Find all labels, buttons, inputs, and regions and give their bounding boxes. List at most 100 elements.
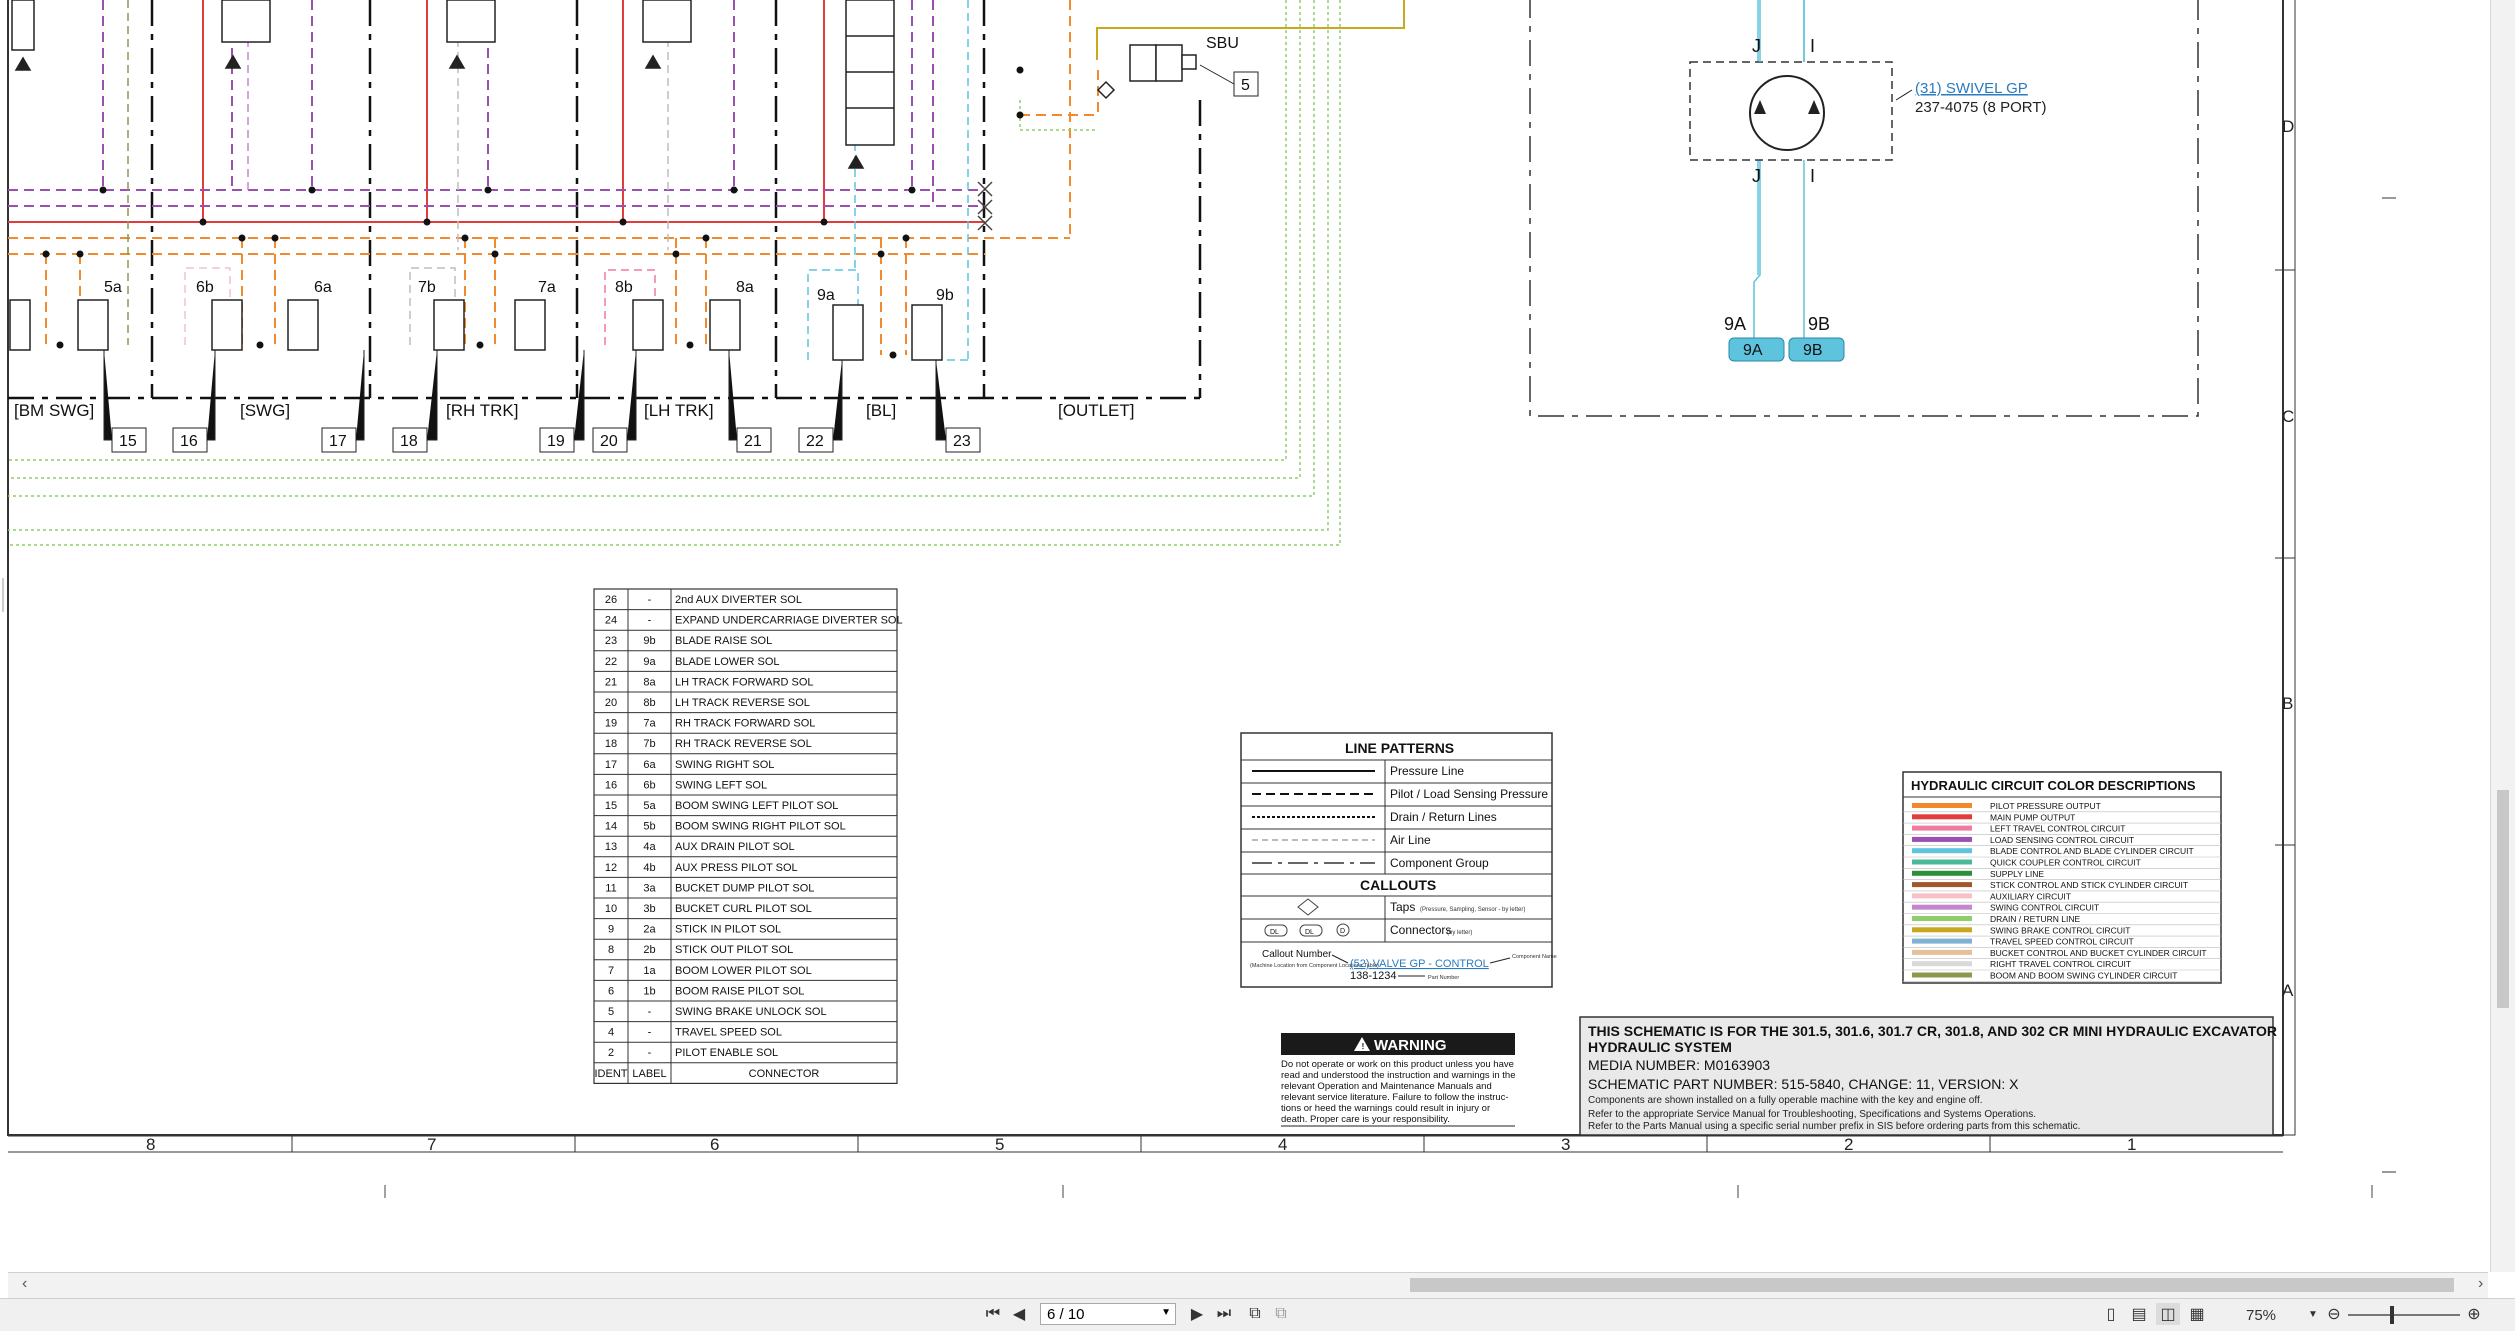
table-cell: 8: [608, 944, 614, 956]
color-swatch: [1912, 916, 1972, 921]
table-cell: SWING BRAKE UNLOCK SOL: [675, 1006, 827, 1018]
table-cell: 8a: [643, 676, 656, 688]
scroll-right-arrow-icon[interactable]: ›: [2478, 1275, 2484, 1292]
color-swatch: [1912, 927, 1972, 933]
part-number-label: Part Number: [1428, 975, 1459, 981]
sol-label-8a: 8a: [736, 279, 754, 296]
connector-symbol-0: DL: [1270, 929, 1279, 936]
zoom-slider-track[interactable]: [2348, 1314, 2460, 1316]
table-header-cell: LABEL: [632, 1068, 666, 1080]
first-page-button[interactable]: ⏮: [982, 1303, 1004, 1325]
zone-col-6: 6: [710, 1135, 719, 1154]
two-page-button[interactable]: ◫: [2156, 1303, 2180, 1325]
zone-row-c: C: [2282, 407, 2294, 426]
swivel-part-number: 237-4075 (8 PORT): [1915, 99, 2046, 116]
swivel-line-label-9b: 9B: [1808, 314, 1830, 334]
zoom-dropdown[interactable]: ▼: [2306, 1303, 2320, 1325]
last-page-button[interactable]: ⏭: [1212, 1303, 1236, 1325]
title-note-1: Components are shown installed on a full…: [1588, 1095, 1983, 1106]
group-label-bm-swg: [BM SWG]: [14, 401, 94, 420]
color-desc-label: BOOM AND BOOM SWING CYLINDER CIRCUIT: [1990, 971, 2178, 981]
table-cell: TRAVEL SPEED SOL: [675, 1027, 782, 1039]
color-descriptions-legend: HYDRAULIC CIRCUIT COLOR DESCRIPTIONS PIL…: [1902, 771, 2222, 984]
sol-label-6b: 6b: [196, 279, 214, 296]
table-cell: 18: [605, 738, 617, 750]
title-line-1: THIS SCHEMATIC IS FOR THE 301.5, 301.6, …: [1588, 1023, 2277, 1039]
table-cell: 6b: [643, 779, 655, 791]
connector-symbol-2: D: [1340, 928, 1345, 935]
zone-column-strip: 8 7 6 5 4 3 2 1: [8, 1135, 2373, 1198]
table-cell: BOOM RAISE PILOT SOL: [675, 985, 804, 997]
page-number-input[interactable]: 6 / 10 ▼: [1040, 1303, 1176, 1325]
two-page-continuous-button[interactable]: ▦: [2186, 1303, 2208, 1325]
zone-col-4: 4: [1278, 1135, 1287, 1154]
zoom-out-button[interactable]: ⊖: [2324, 1303, 2344, 1325]
callout-example-link[interactable]: (52) VALVE GP - CONTROL: [1350, 958, 1489, 970]
table-cell: 19: [605, 718, 617, 730]
table-cell: STICK IN PILOT SOL: [675, 924, 781, 936]
color-desc-label: QUICK COUPLER CONTROL CIRCUIT: [1990, 858, 2141, 868]
warning-line-5: death. Proper care is your responsibilit…: [1281, 1114, 1450, 1125]
callout-5: 5: [1241, 77, 1250, 94]
color-swatch: [1912, 870, 1972, 876]
title-note-2: Refer to the appropriate Service Manual …: [1588, 1109, 2036, 1120]
warning-title: WARNING: [1374, 1037, 1447, 1054]
sol-label-6a: 6a: [314, 279, 332, 296]
color-swatch: [1912, 938, 1972, 944]
scroll-left-arrow-icon[interactable]: ‹: [22, 1275, 28, 1292]
group-label-rh-trk: [RH TRK]: [446, 401, 518, 420]
color-swatch: [1912, 803, 1972, 808]
table-cell: 7: [608, 965, 614, 977]
swivel-port-i-bottom: I: [1810, 166, 1815, 186]
table-cell: 2a: [643, 924, 656, 936]
table-cell: 24: [605, 615, 617, 627]
page-dropdown-icon[interactable]: ▼: [1161, 1307, 1171, 1318]
vertical-scrollbar[interactable]: [2490, 0, 2515, 1272]
fit-width-button[interactable]: ⧉: [1270, 1303, 1292, 1325]
fit-page-button[interactable]: ⧉: [1244, 1303, 1266, 1325]
swivel-link[interactable]: (31) SWIVEL GP: [1915, 80, 2028, 97]
svg-text:!: !: [1362, 1042, 1365, 1051]
continuous-button[interactable]: ▤: [2128, 1303, 2150, 1325]
swivel-port-j-bottom: J: [1752, 166, 1761, 186]
table-cell: 4b: [643, 862, 655, 874]
color-desc-label: STICK CONTROL AND STICK CYLINDER CIRCUIT: [1990, 880, 2188, 890]
sol-label-9a: 9a: [817, 287, 835, 304]
callout-17: 17: [329, 433, 347, 450]
table-cell: 20: [605, 697, 617, 709]
swivel-group: J I J I 9A 9B (31) SWIVEL GP 237-4075 (8…: [1529, 0, 2199, 417]
table-cell: -: [648, 615, 652, 627]
color-desc-label: PILOT PRESSURE OUTPUT: [1990, 801, 2101, 811]
color-desc-label: DRAIN / RETURN LINE: [1990, 914, 2081, 924]
color-desc-label: TRAVEL SPEED CONTROL CIRCUIT: [1990, 937, 2134, 947]
callout-18: 18: [400, 433, 418, 450]
table-cell: BUCKET CURL PILOT SOL: [675, 903, 812, 915]
table-cell: LH TRACK REVERSE SOL: [675, 697, 810, 709]
table-cell: -: [648, 594, 652, 606]
zone-strip-right: [2282, 0, 2296, 1136]
next-page-button[interactable]: ▶: [1186, 1303, 1208, 1325]
connector-9a-label: 9A: [1743, 342, 1763, 359]
table-cell: 2: [608, 1047, 614, 1059]
table-cell: 13: [605, 841, 617, 853]
horizontal-scrollbar[interactable]: ‹ ›: [8, 1272, 2488, 1299]
zoom-in-button[interactable]: ⊕: [2464, 1303, 2484, 1325]
pattern-label-2: Drain / Return Lines: [1390, 810, 1497, 824]
table-cell: -: [648, 1047, 652, 1059]
single-page-button[interactable]: ▯: [2100, 1303, 2122, 1325]
zone-col-5: 5: [995, 1135, 1004, 1154]
hydraulic-schematic: [8, 0, 1805, 546]
warning-line-0: Do not operate or work on this product u…: [1281, 1059, 1514, 1070]
solenoid-labels: 5a 6b 6a 7b 7a 8b 8a 9a 9b SBU: [104, 35, 1239, 304]
table-cell: RH TRACK REVERSE SOL: [675, 738, 812, 750]
vertical-scroll-thumb[interactable]: [2497, 790, 2509, 1008]
table-cell: 21: [605, 676, 617, 688]
table-cell: 3b: [643, 903, 655, 915]
horizontal-scroll-thumb[interactable]: [1410, 1278, 2454, 1292]
table-cell: BOOM SWING LEFT PILOT SOL: [675, 800, 838, 812]
connectors-label: Connectors: [1390, 923, 1451, 937]
prev-page-button[interactable]: ◀: [1008, 1303, 1030, 1325]
zoom-slider-handle[interactable]: [2390, 1306, 2394, 1324]
table-cell: 26: [605, 594, 617, 606]
